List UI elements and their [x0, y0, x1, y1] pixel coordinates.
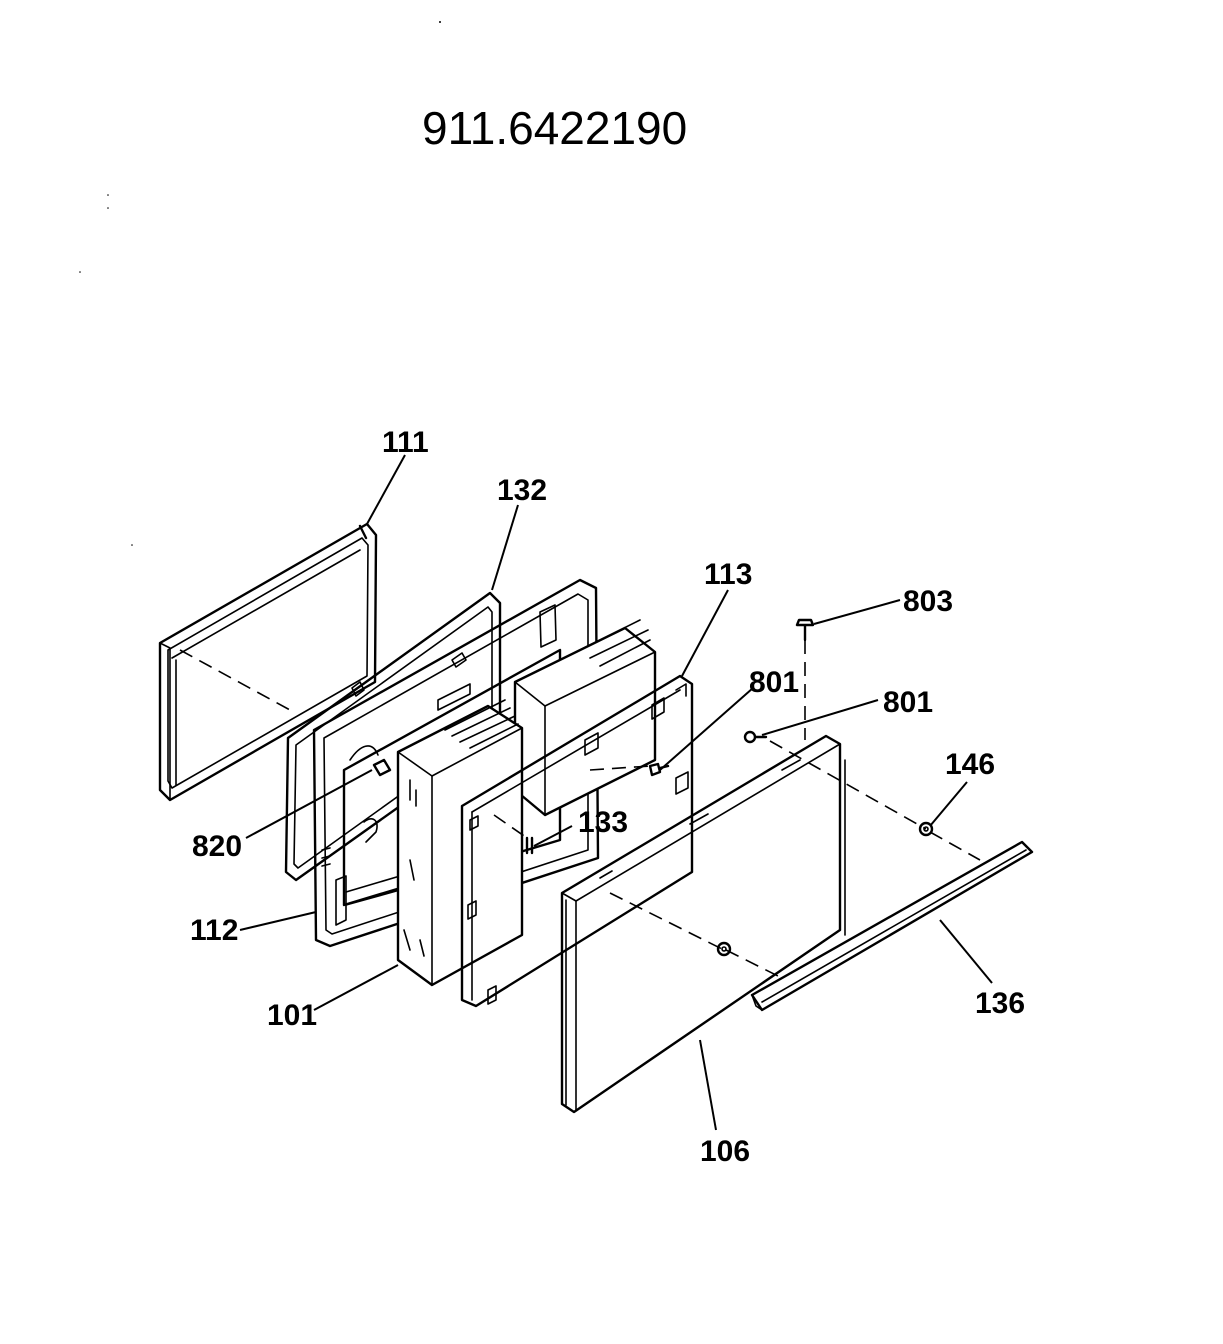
callout-146: 146: [945, 748, 995, 781]
part-146-clip-upper: [918, 821, 934, 837]
model-number-title: 911.6422190: [422, 102, 687, 154]
callout-133: 133: [578, 806, 628, 839]
callout-801-left: 801: [749, 666, 799, 699]
callout-112: 112: [190, 914, 238, 947]
part-803-screw: [795, 618, 815, 642]
callout-111: 111: [382, 426, 429, 459]
part-136-trim-strip: [750, 840, 1034, 1012]
part-113-inner-panel: [460, 674, 694, 1008]
part-146-clip-lower: [716, 941, 732, 957]
part-820-screw: [372, 758, 392, 777]
part-111-back-frame: [158, 522, 378, 802]
alignment-lines: [179, 640, 981, 977]
part-101-air-box: [396, 619, 657, 987]
callout-labels: 111 132 113 803 801 801 146 820 133 112 …: [190, 426, 1025, 1168]
part-133-pin: [525, 836, 534, 855]
scan-specks: [79, 21, 441, 546]
callout-106: 106: [700, 1135, 750, 1168]
callout-113: 113: [704, 558, 752, 591]
callout-803: 803: [903, 585, 953, 618]
callout-820: 820: [192, 830, 242, 863]
callout-136: 136: [975, 987, 1025, 1020]
callout-132: 132: [497, 474, 547, 507]
part-112-inner-liner: [312, 578, 600, 948]
part-106-outer-door: [560, 734, 842, 1114]
callout-801-right: 801: [883, 686, 933, 719]
leader-lines: [239, 454, 993, 1131]
callout-101: 101: [267, 999, 317, 1032]
part-801-fastener-right: [743, 730, 768, 744]
